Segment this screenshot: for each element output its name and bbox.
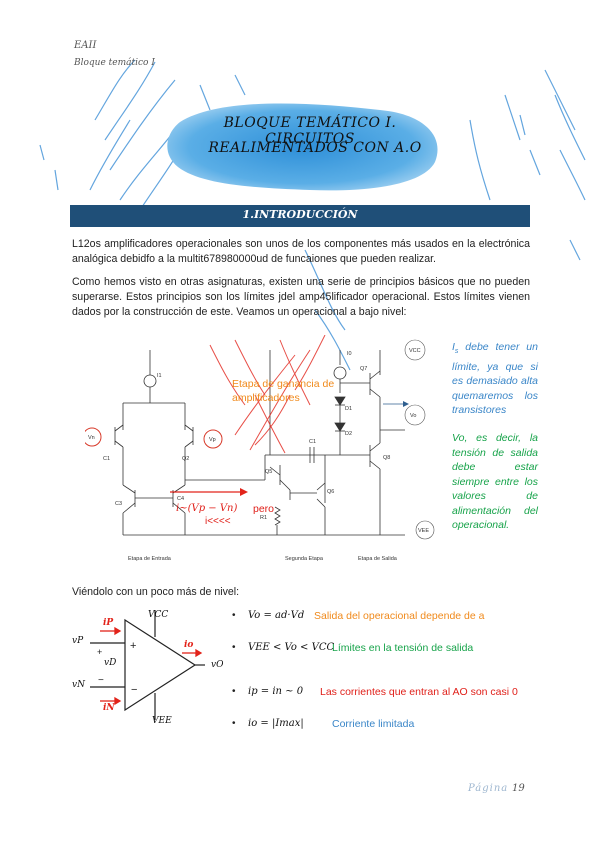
bullet-item: • ip = in ~ 0 Las corrientes que entran … <box>232 686 518 698</box>
opamp-vee: VEE <box>152 716 172 726</box>
svg-text:Q7: Q7 <box>360 366 367 372</box>
opamp-vcc: VCC <box>148 610 169 620</box>
note-current-limit: Is debe tener un límite, ya que si es de… <box>452 341 538 417</box>
svg-text:Q8: Q8 <box>383 455 390 461</box>
circuit-label-segunda: Segunda Etapa <box>285 556 323 562</box>
opamp-vo: vO <box>211 660 224 670</box>
svg-text:R1: R1 <box>260 515 267 521</box>
circuit-red-pero: pero <box>253 503 275 515</box>
svg-text:−: − <box>98 675 104 686</box>
svg-text:+: + <box>97 647 102 657</box>
title-line-1: BLOQUE TEMÁTICO I. CIRCUITOS <box>223 115 397 147</box>
opamp-in: iN <box>103 703 115 713</box>
svg-text:C3: C3 <box>115 501 122 507</box>
svg-text:Q6: Q6 <box>327 489 334 495</box>
footer-page-number: 19 <box>512 783 525 794</box>
svg-text:Q5: Q5 <box>265 469 272 475</box>
opamp-vp: vP <box>72 636 84 646</box>
level-intro: Viéndolo con un poco más de nivel: <box>72 586 240 598</box>
bullet-item: • VEE < Vo < VCC Límites en la tensión d… <box>232 642 474 654</box>
svg-text:I0: I0 <box>347 351 352 357</box>
title-line-2: REALIMENTADOS CON A.O <box>208 140 422 156</box>
section-heading: 1.INTRODUCCIÓN <box>242 208 358 221</box>
paragraph-2: Como hemos visto en otras asignaturas, e… <box>72 276 530 318</box>
circuit-red-ll: i<<<< <box>205 516 231 527</box>
svg-text:Q2: Q2 <box>182 456 189 462</box>
opamp-ip: iP <box>103 618 114 628</box>
svg-text:D1: D1 <box>345 406 352 412</box>
svg-text:+: + <box>130 640 136 652</box>
circuit-red-formula: i~(Vp − Vn) <box>176 503 238 514</box>
svg-text:−: − <box>131 684 137 696</box>
svg-text:C1: C1 <box>103 456 110 462</box>
header-block: Bloque temático I <box>74 58 155 68</box>
note-output-voltage: Vo, es decir, la tensión de salida debe … <box>452 432 538 531</box>
circuit-vn: Vn <box>88 435 95 441</box>
circuit-vcc: VCC <box>409 348 421 354</box>
paragraph-1: L12os amplificadores operacionales son u… <box>72 238 530 265</box>
circuit-vee: VEE <box>418 528 429 534</box>
circuit-vo: Vo <box>410 413 416 419</box>
circuit-orange-note: Etapa de ganancia de amplificadores <box>232 378 335 404</box>
opamp-vn: vN <box>72 680 85 690</box>
opamp-io: io <box>184 640 194 650</box>
svg-text:C4: C4 <box>177 496 184 502</box>
section-heading-bar <box>70 205 530 227</box>
circuit-vp: Vp <box>209 437 216 443</box>
header-course: EAII <box>74 40 97 51</box>
footer-page-word: Página <box>468 783 509 794</box>
opamp-symbol: + − + − <box>90 610 205 720</box>
circuit-label-entrada: Etapa de Entrada <box>128 556 171 562</box>
opamp-vd: vD <box>104 658 117 668</box>
circuit-label-salida: Etapa de Salida <box>358 556 397 562</box>
svg-text:C1: C1 <box>309 439 316 445</box>
bullet-item: • Vo = ad·Vd Salida del operacional depe… <box>232 610 485 622</box>
svg-text:I1: I1 <box>157 373 162 379</box>
title-watercolor <box>167 103 438 191</box>
svg-text:D2: D2 <box>345 431 352 437</box>
bullet-item: • io = |Imax| Corriente limitada <box>232 718 415 730</box>
opamp-internal-circuit: I1 I0 D1 D2 C1 C1 Q2 C3 C4 Q5 Q6 R1 Q7 Q… <box>85 335 435 540</box>
